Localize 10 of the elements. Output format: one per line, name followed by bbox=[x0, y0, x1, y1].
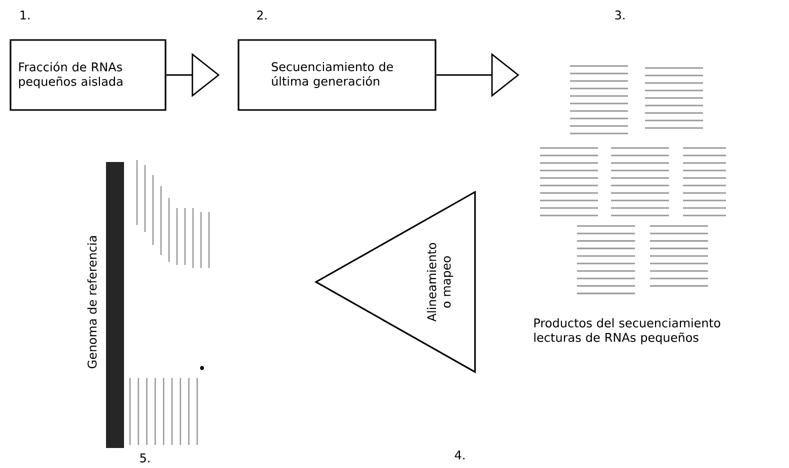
process-box: Secuenciamiento de última generación bbox=[238, 39, 436, 111]
reads-label: Productos del secuenciamiento lecturas de RNAs pequeños bbox=[534, 318, 720, 344]
reads-drawing bbox=[540, 65, 726, 294]
step-number: 4. bbox=[454, 450, 464, 460]
genome-alignment-drawing bbox=[106, 160, 210, 448]
rotated-caption: Genoma de referencia bbox=[87, 236, 97, 368]
step-number: 3. bbox=[615, 10, 624, 20]
step-number: 2. bbox=[257, 10, 266, 20]
process-box: Fracción de RNAs pequeños aislada bbox=[10, 39, 166, 111]
step-number: 1. bbox=[20, 10, 30, 20]
